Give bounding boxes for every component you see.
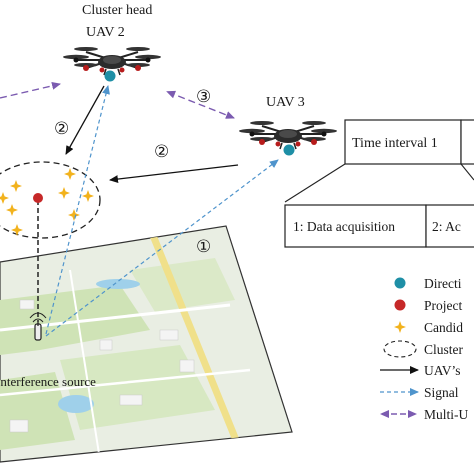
direction-finding-dot <box>104 70 116 82</box>
map-plane <box>0 225 293 463</box>
phase-action-box <box>425 204 474 248</box>
candidate-star-icon <box>0 192 9 204</box>
uav2-motion-arrow <box>65 85 105 155</box>
candidate-star-icon <box>10 180 22 192</box>
projection-point <box>33 193 43 203</box>
candidate-star-icon <box>6 204 18 216</box>
legend-cluster-ellipse <box>383 340 417 358</box>
expand-line-left <box>284 163 346 203</box>
time-interval-label: Time interval 1 <box>352 136 438 151</box>
uav2: Cluster head UAV 2 <box>62 3 162 82</box>
legend: Directi Project Candid Cluster UAV’s Sig… <box>380 276 469 422</box>
candidate-star-icon <box>68 209 80 221</box>
legend-projection-dot <box>394 299 406 311</box>
direction-finding-dot <box>283 144 295 156</box>
cluster-ellipse <box>0 161 101 239</box>
multi-uav-links <box>0 81 235 119</box>
legend-label: Project <box>424 298 462 313</box>
uav3: UAV 3 <box>238 95 338 156</box>
legend-label: UAV’s <box>424 363 461 378</box>
signal-lines <box>45 85 279 337</box>
candidate-star-icon <box>64 168 76 180</box>
expand-line-right <box>460 163 474 181</box>
multi-uav-link-left <box>0 81 61 99</box>
candidate-star-icon <box>82 190 94 202</box>
uav-motion-arrows <box>65 85 239 184</box>
multi-uav-link-uav2-uav3 <box>166 90 235 119</box>
phase-action-label: 2: Ac <box>432 219 461 234</box>
cluster-region <box>0 161 101 239</box>
candidate-star-icon <box>58 187 70 199</box>
signal-line-uav2 <box>45 85 110 335</box>
cluster-head-label: Cluster head <box>82 3 152 18</box>
uav3-label: UAV 3 <box>266 95 305 110</box>
legend-label: Candid <box>424 320 463 335</box>
interference-source-label: Interference source <box>0 374 96 389</box>
legend-direction-dot <box>394 277 406 289</box>
legend-label: Signal <box>424 385 459 400</box>
interference-source: Interference source <box>0 200 96 389</box>
step-marker-2b: ② <box>154 142 169 161</box>
uav2-label: UAV 2 <box>86 25 125 40</box>
quadcopter-icon <box>62 46 162 76</box>
step-marker-3: ③ <box>196 87 211 106</box>
phase-data-acquisition-label: 1: Data acquisition <box>293 219 395 234</box>
legend-label: Directi <box>424 276 462 291</box>
time-interval-panel: Time interval 1 1: Data acquisition 2: A… <box>284 119 474 248</box>
legend-label: Cluster <box>424 342 464 357</box>
step-marker-2a: ② <box>54 119 69 138</box>
legend-star-icon <box>394 321 406 333</box>
antenna-icon <box>29 312 47 341</box>
uav3-motion-arrow <box>109 164 239 184</box>
step-marker-1: ① <box>196 237 211 256</box>
time-interval-next-box <box>460 119 474 165</box>
legend-label: Multi-U <box>424 407 469 422</box>
candidate-star-icon <box>11 224 23 236</box>
